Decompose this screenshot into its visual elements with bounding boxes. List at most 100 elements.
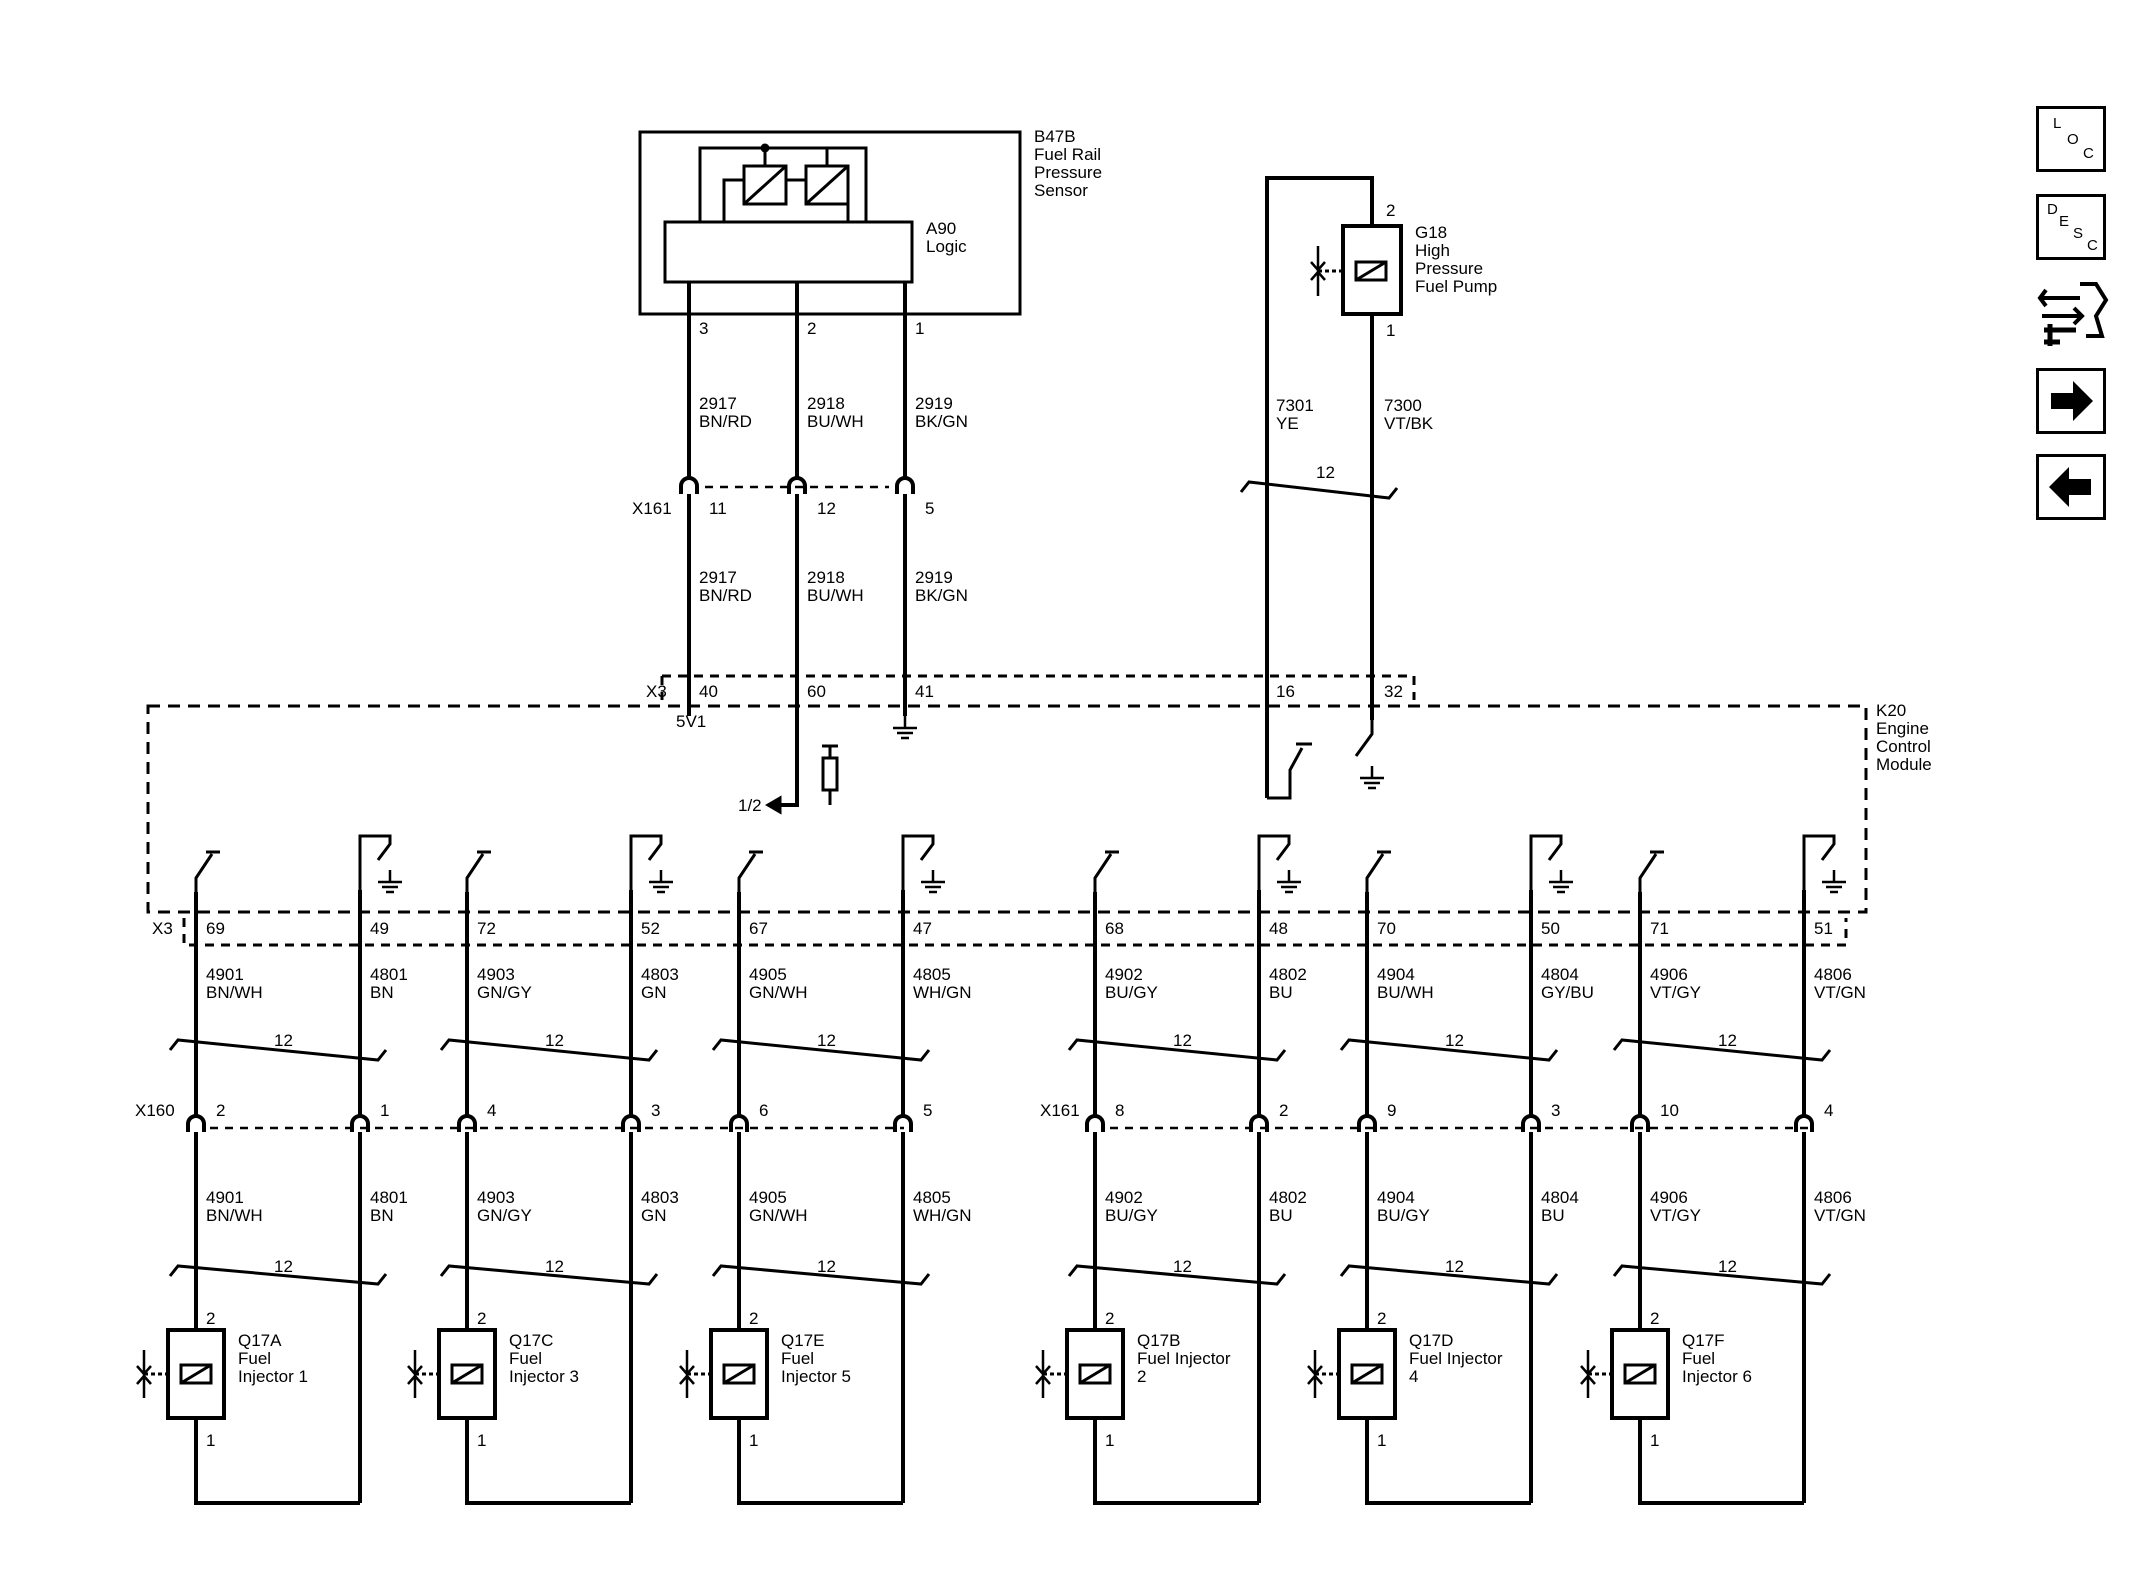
wire-number-label: 4901 [206, 965, 244, 984]
connector-pin-label: 2 [1279, 1101, 1288, 1120]
connector-pin-label: 2 [216, 1101, 225, 1120]
twist-lower-1 [439, 1264, 659, 1286]
wire-number-label: 4902 [1105, 1188, 1143, 1207]
twist-upper-0 [168, 1038, 388, 1062]
ecm-name-line1: Engine [1876, 719, 1929, 738]
wire-number-label: 4801 [370, 1188, 408, 1207]
connector-pin-label: 6 [759, 1101, 768, 1120]
sensor-name-line2: Pressure [1034, 163, 1102, 182]
injector-actuator-symbol-2 [679, 1350, 695, 1398]
x161-pin-label: 11 [709, 499, 727, 518]
injector-pin-bottom: 1 [749, 1431, 758, 1450]
injector-coil-0 [179, 1363, 213, 1385]
logic-name-label: Logic [926, 237, 967, 256]
injector-terminal-high-3 [1085, 1114, 1105, 1132]
wire-number-label: 4901 [206, 1188, 244, 1207]
wire-number-label: 4804 [1541, 965, 1579, 984]
wire-color-label: BN/WH [206, 1206, 263, 1225]
twist-lower-2 [711, 1264, 931, 1286]
wire-color-label: BU [1269, 983, 1293, 1002]
connector-pin-label: 3 [1551, 1101, 1560, 1120]
twist-lower-label: 12 [545, 1257, 564, 1276]
wire-number-label: 4905 [749, 965, 787, 984]
sensor-name-line3: Sensor [1034, 181, 1088, 200]
wire-number-label: 4801 [370, 965, 408, 984]
sensor-wire-number: 2917 [699, 394, 737, 413]
desc-button[interactable]: D E S C [2036, 194, 2106, 260]
injector-terminal-low-0 [350, 1114, 370, 1132]
injector-return-0 [194, 1418, 360, 1505]
twist-upper-label: 12 [1173, 1031, 1192, 1050]
connector-route-button[interactable] [2036, 278, 2110, 350]
injector-terminal-low-4 [1521, 1114, 1541, 1132]
injector-name-line1: Fuel Injector [1409, 1349, 1503, 1368]
ref-half-label: 1/2 [738, 796, 762, 815]
injector-name-line2: Injector 1 [238, 1367, 308, 1386]
injector-low-switch-3 [1257, 834, 1291, 890]
x161-terminal-2 [895, 476, 915, 494]
pump-pin-top: 2 [1386, 201, 1395, 220]
injector-coil-2 [722, 1363, 756, 1385]
ecm-pin-low-label: 51 [1814, 919, 1833, 938]
loc-button[interactable]: L O C [2036, 106, 2106, 172]
ecm-pin-low-label: 47 [913, 919, 932, 938]
loc-letter-l: L [2053, 115, 2062, 132]
injector-pin-top: 2 [206, 1309, 215, 1328]
wire-color-label: GN [641, 983, 667, 1002]
injector-pin-top: 2 [749, 1309, 758, 1328]
sensor-wire-color-lower: BN/RD [699, 586, 752, 605]
sensor-wire-color: BK/GN [915, 412, 968, 431]
twist-upper-3 [1067, 1038, 1287, 1062]
wire-number-label: 4805 [913, 1188, 951, 1207]
wire-color-label: BU/GY [1105, 983, 1158, 1002]
injector-name-line1: Fuel [1682, 1349, 1715, 1368]
sensor-id-label: B47B [1034, 127, 1076, 146]
wire-number-label: 4905 [749, 1188, 787, 1207]
injector-driver-switch-4 [1365, 850, 1391, 892]
injector-ground-3 [1277, 870, 1301, 894]
injector-return-5 [1638, 1418, 1804, 1505]
sensor-wire-number: 2919 [915, 394, 953, 413]
twist-upper-label: 12 [817, 1031, 836, 1050]
pump-low-switch [1354, 720, 1374, 757]
twist-upper-label: 12 [1445, 1031, 1464, 1050]
twist-lower-4 [1339, 1264, 1559, 1286]
ecm-id-label: K20 [1876, 701, 1906, 720]
sensor-signal-line [775, 716, 799, 807]
injector-low-switch-4 [1529, 834, 1563, 890]
wire-color-label: WH/GN [913, 1206, 972, 1225]
injector-name-line2: Injector 6 [1682, 1367, 1752, 1386]
wire-number-label: 4805 [913, 965, 951, 984]
wire-color-label: GN/GY [477, 1206, 532, 1225]
wire-color-label: BU [1269, 1206, 1293, 1225]
injector-id-label: Q17A [238, 1331, 282, 1350]
next-button[interactable] [2036, 368, 2106, 434]
x3-pin-label: 60 [807, 682, 826, 701]
pump-coil [1354, 260, 1388, 282]
injector-pin-bottom: 1 [1105, 1431, 1114, 1450]
connector-pin-label: 3 [651, 1101, 660, 1120]
pump-pin-bottom: 1 [1386, 321, 1395, 340]
wire-color-label: VT/GY [1650, 1206, 1701, 1225]
connector-pin-label: 9 [1387, 1101, 1396, 1120]
injector-coil-diag-4 [1351, 1363, 1383, 1385]
wire-number-label: 4802 [1269, 965, 1307, 984]
wire-color-label: VT/GN [1814, 983, 1866, 1002]
x3-lower-bar [182, 918, 1848, 947]
injector-return-4 [1365, 1418, 1531, 1505]
injector-actuator-symbol-1 [407, 1350, 423, 1398]
sensor-pin-label: 1 [915, 319, 924, 338]
wire-number-label: 4802 [1269, 1188, 1307, 1207]
x3-upper-bar [662, 674, 1416, 700]
prev-button[interactable] [2036, 454, 2106, 520]
injector-coil-1 [450, 1363, 484, 1385]
injector-pin-bottom: 1 [1650, 1431, 1659, 1450]
injector-driver-switch-5 [1638, 850, 1664, 892]
twist-lower-label: 12 [274, 1257, 293, 1276]
wire-color-label: GN/GY [477, 983, 532, 1002]
injector-pin-bottom: 1 [206, 1431, 215, 1450]
injector-actuator-symbol-4 [1307, 1350, 1323, 1398]
pump-wire-number-2: 7300 [1384, 396, 1422, 415]
pump-wire-number-1: 7301 [1276, 396, 1314, 415]
injector-name-line1: Fuel [238, 1349, 271, 1368]
